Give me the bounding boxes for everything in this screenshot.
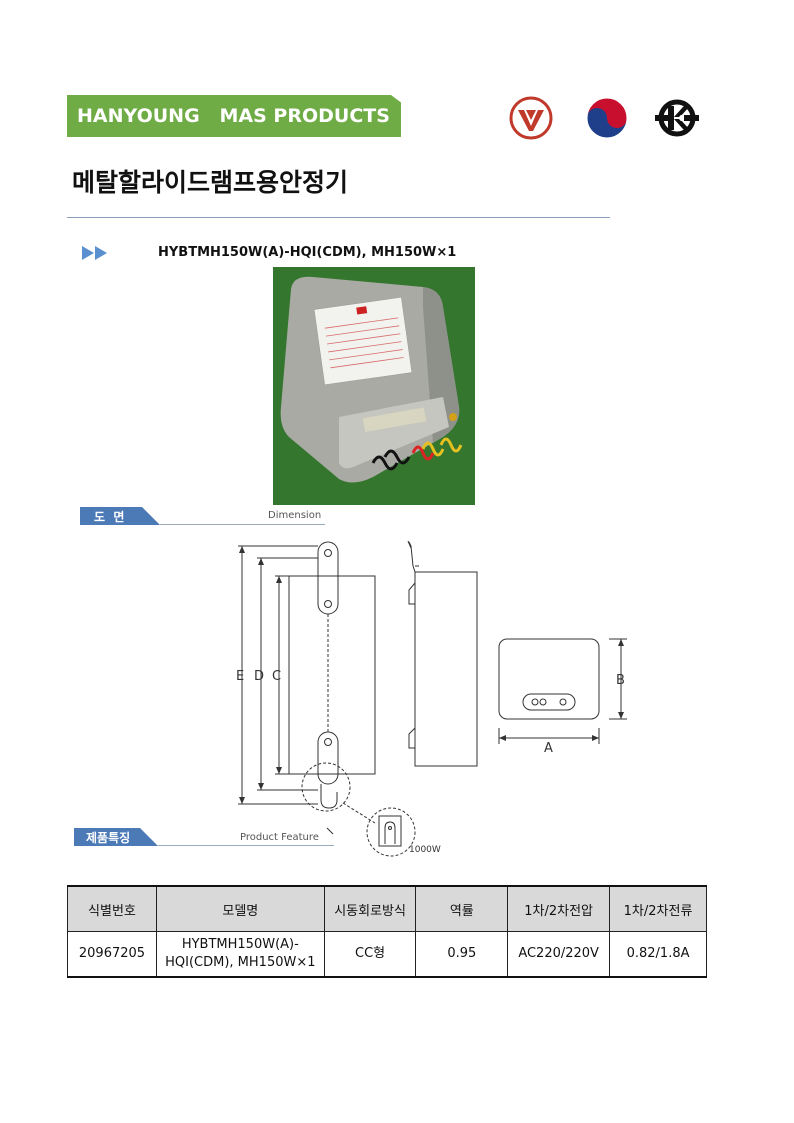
product-photo xyxy=(273,267,475,505)
label-e: E xyxy=(236,669,244,684)
table-row: 20967205 HYBTMH150W(A)- HQI(CDM), MH150W… xyxy=(67,931,707,978)
header-id: 식별번호 xyxy=(67,885,157,932)
brand-banner: HANYOUNG MAS PRODUCTS xyxy=(67,95,401,137)
dimension-drawing: E D C A B 1000W xyxy=(236,540,627,857)
header-current: 1차/2차전류 xyxy=(609,885,707,932)
cell-power-factor: 0.95 xyxy=(415,931,509,978)
dimension-section-bar xyxy=(80,507,325,525)
cell-circuit: CC형 xyxy=(323,931,417,978)
model-heading: HYBTMH150W(A)-HQI(CDM), MH150W×1 xyxy=(158,245,457,260)
feature-label-ko: 제품특징 xyxy=(86,831,131,845)
feature-section-bar xyxy=(74,828,334,846)
header-voltage: 1차/2차전압 xyxy=(507,885,611,932)
header-power-factor: 역률 xyxy=(415,885,509,932)
label-detail: 1000W xyxy=(409,845,441,855)
label-a: A xyxy=(544,741,553,756)
taeguk-icon xyxy=(586,97,628,139)
feature-label-en: Product Feature xyxy=(240,832,319,843)
cell-model-line2: HQI(CDM), MH150W×1 xyxy=(165,955,316,970)
double-arrow-icon xyxy=(82,246,107,260)
header-circuit: 시동회로방식 xyxy=(323,885,417,932)
spec-table: 식별번호 모델명 시동회로방식 역률 1차/2차전압 1차/2차전류 20967… xyxy=(67,885,707,978)
title-divider xyxy=(67,217,610,218)
label-c: C xyxy=(272,669,281,684)
cell-current: 0.82/1.8A xyxy=(609,931,707,978)
cell-voltage: AC220/220V xyxy=(507,931,611,978)
dimension-label-ko: 도 면 xyxy=(94,510,125,524)
cell-id: 20967205 xyxy=(67,931,157,978)
header-model: 모델명 xyxy=(155,885,325,932)
cell-model: HYBTMH150W(A)- HQI(CDM), MH150W×1 xyxy=(155,931,325,978)
page-title: 메탈할라이드램프용안정기 xyxy=(72,168,349,197)
cell-model-line1: HYBTMH150W(A)- xyxy=(181,937,299,952)
label-b: B xyxy=(616,673,625,688)
w-mark-icon xyxy=(509,96,553,140)
label-d: D xyxy=(254,669,264,684)
table-header-row: 식별번호 모델명 시동회로방식 역률 1차/2차전압 1차/2차전류 xyxy=(67,885,707,932)
k-mark-icon xyxy=(655,99,699,137)
dimension-label-en: Dimension xyxy=(268,510,322,521)
